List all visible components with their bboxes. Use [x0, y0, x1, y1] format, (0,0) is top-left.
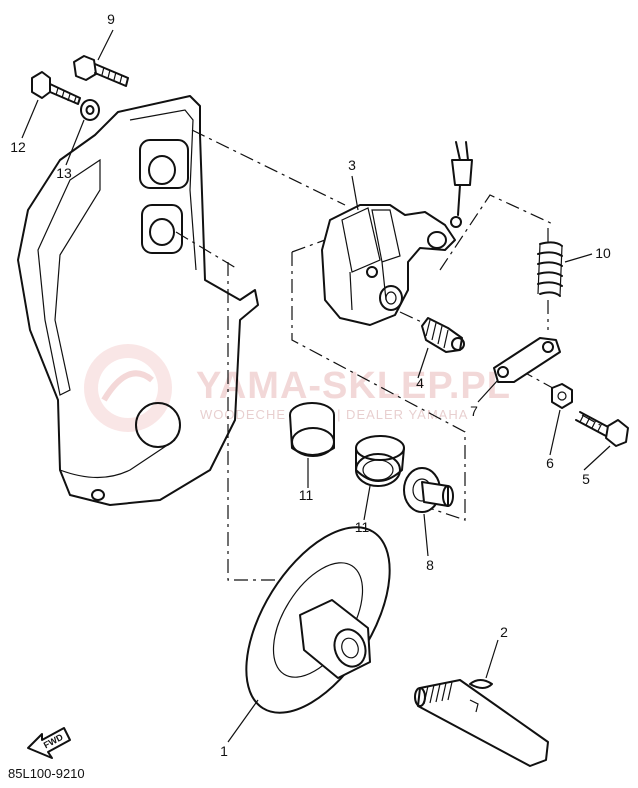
bolt-9	[73, 55, 129, 87]
bolt-5	[575, 411, 629, 447]
callout-2: 2	[500, 624, 508, 640]
adjuster-4	[421, 317, 465, 353]
washer-13	[80, 99, 100, 121]
bushing-11-upper	[289, 402, 335, 457]
spring-10	[537, 241, 563, 297]
shaft	[414, 679, 549, 767]
leader-lines	[21, 29, 611, 743]
ring-11-lower	[355, 435, 405, 487]
callout-9: 9	[107, 11, 115, 27]
callout-11-lower: 11	[355, 519, 370, 535]
callout-5: 5	[582, 471, 590, 487]
housing-casting	[17, 95, 259, 506]
reference-lines	[175, 129, 601, 581]
lever-plate-7	[493, 337, 561, 383]
bracket-3	[321, 204, 456, 326]
callout-12: 12	[10, 139, 26, 155]
cable-end	[450, 141, 473, 228]
callout-10: 10	[595, 245, 611, 261]
callout-11-upper: 11	[299, 487, 314, 503]
callout-1: 1	[220, 743, 228, 759]
callout-3: 3	[348, 157, 356, 173]
fwd-arrow-icon: FWD	[27, 727, 71, 759]
watermark-title: YAMA-SKLEP.PL	[196, 365, 511, 407]
callout-13: 13	[56, 165, 72, 181]
callout-7: 7	[470, 403, 478, 419]
callouts: 9 12 13 3 10 4 7 6 5 11 11 8 2 1	[10, 11, 611, 759]
nut-6	[551, 383, 573, 409]
key-2	[469, 679, 493, 689]
watermark-logo-icon	[84, 344, 172, 432]
sheave-1	[245, 526, 391, 714]
bolt-12	[31, 71, 81, 105]
callout-8: 8	[426, 557, 434, 573]
pin-8	[403, 467, 454, 513]
callout-4: 4	[416, 375, 424, 391]
callout-6: 6	[546, 455, 554, 471]
drawing-code: 85L100-9210	[8, 766, 85, 781]
